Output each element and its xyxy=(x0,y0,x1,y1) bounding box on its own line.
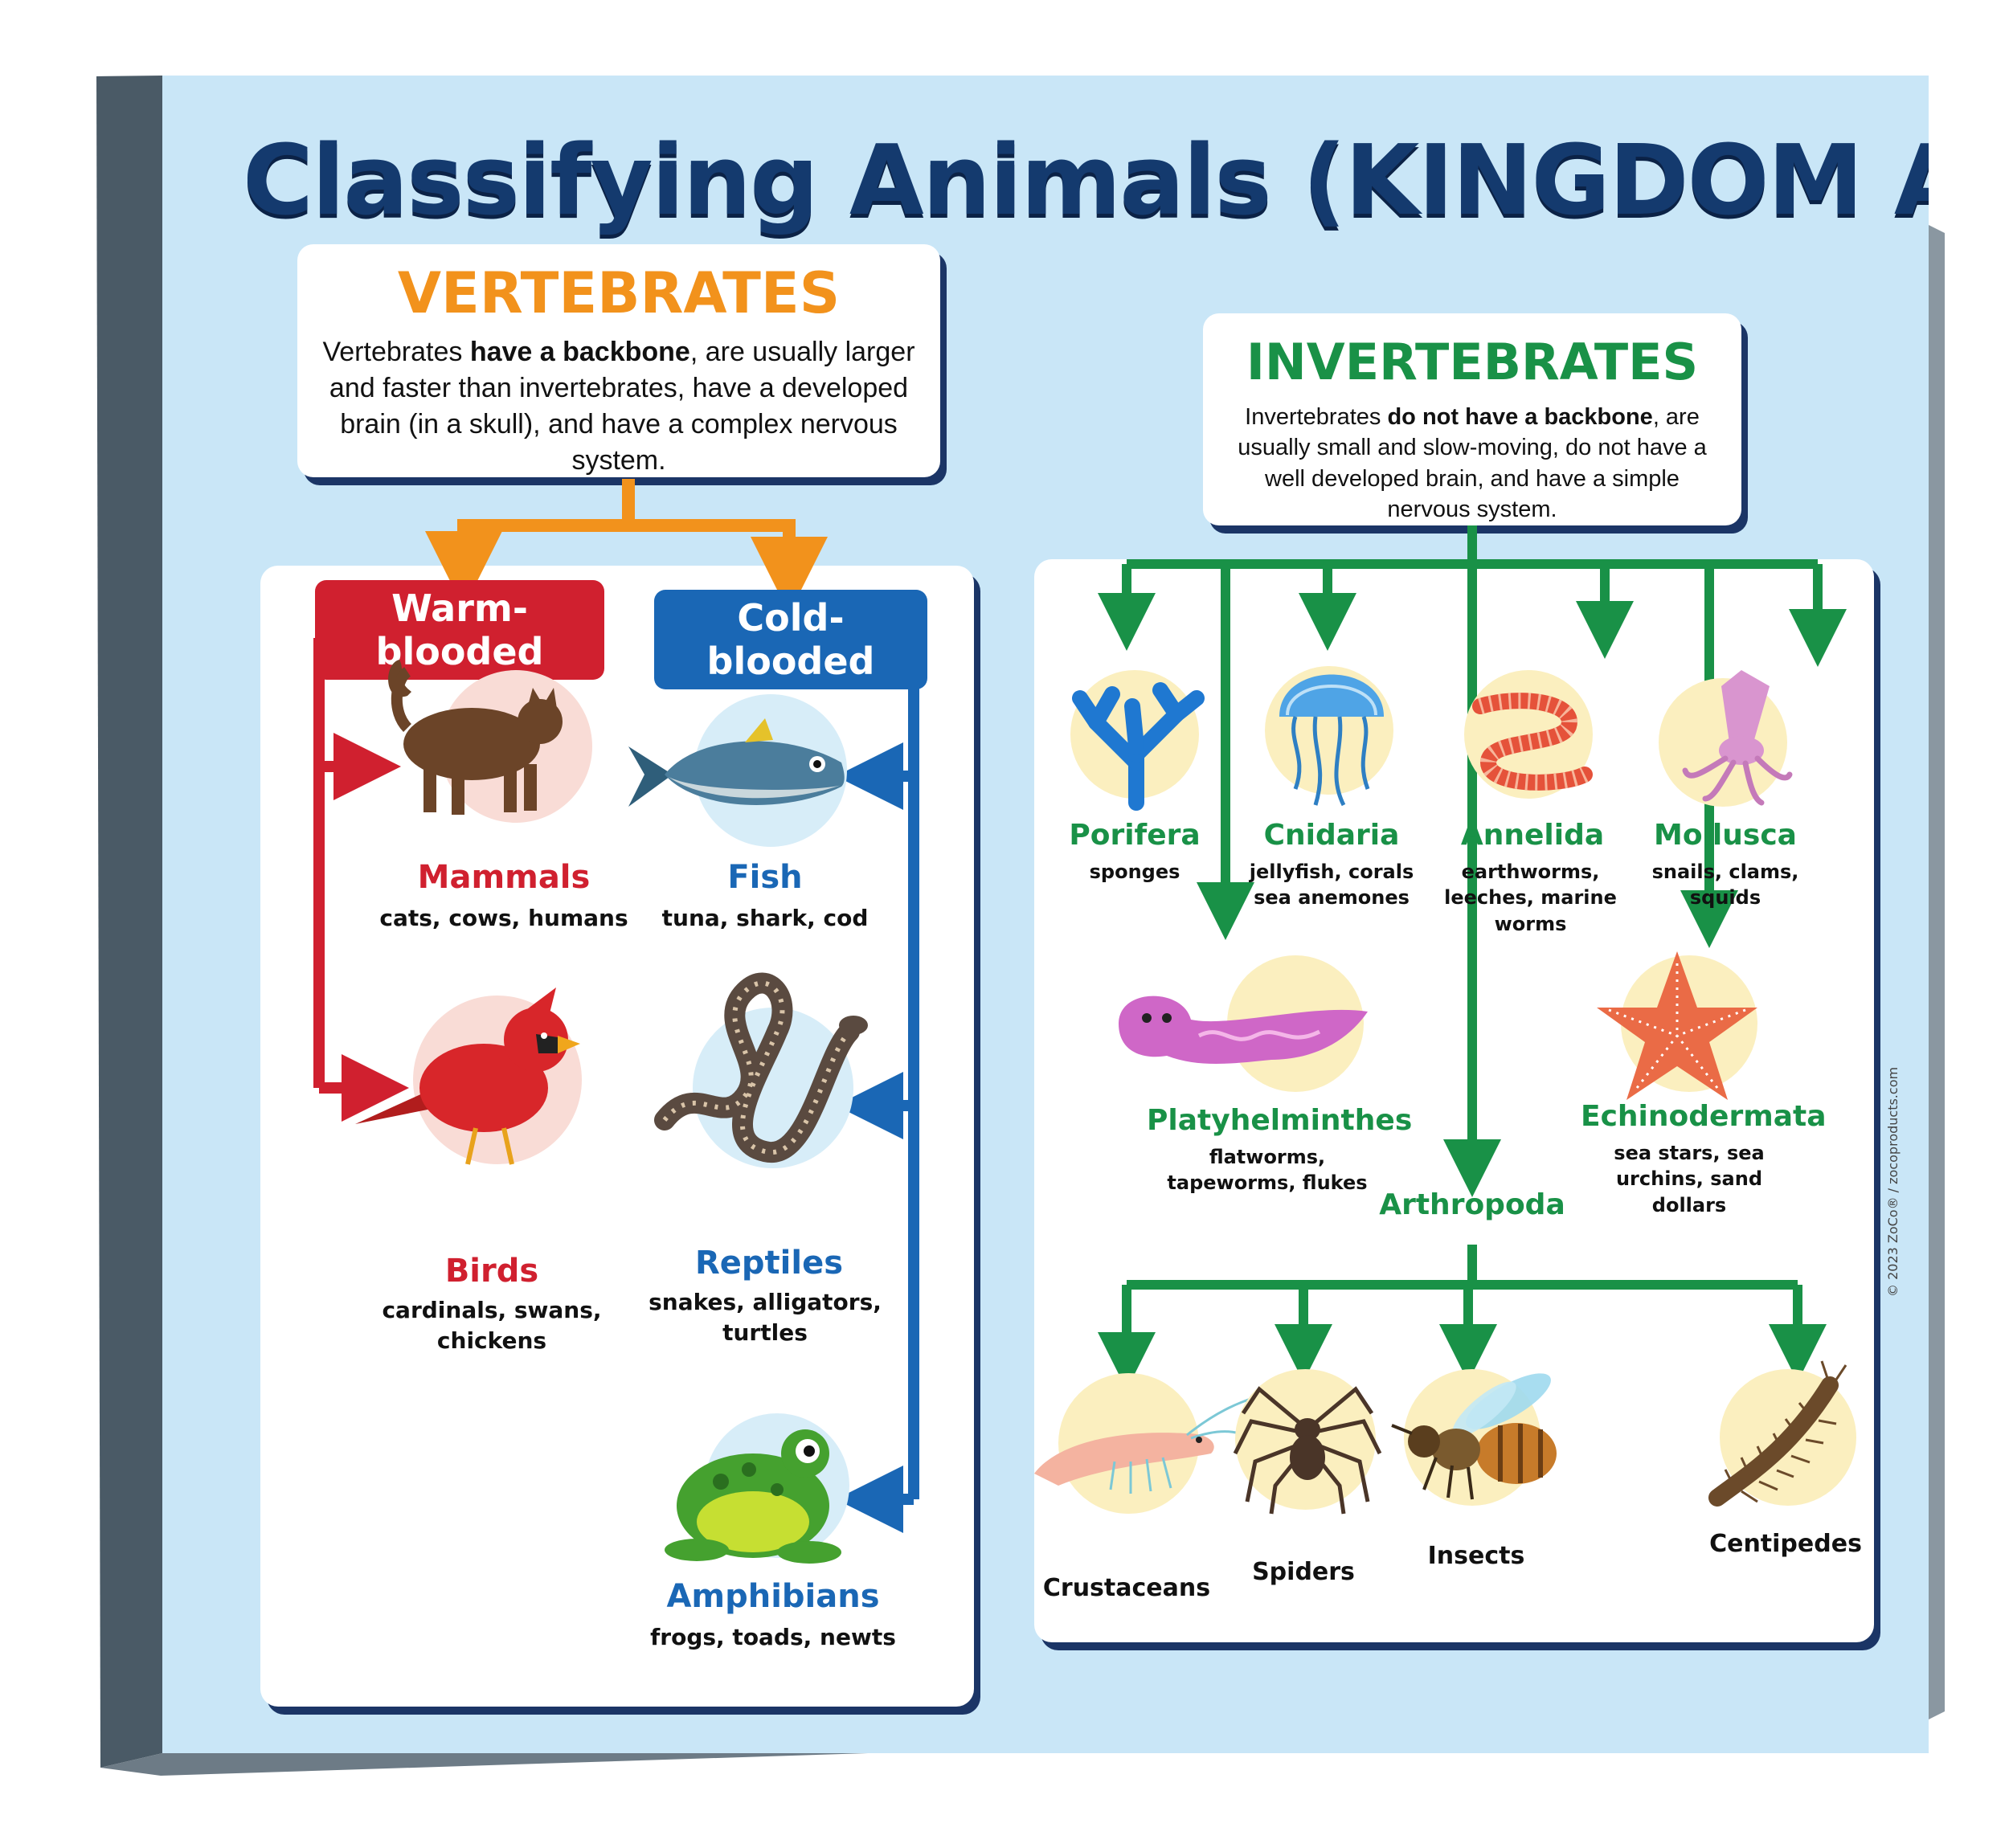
invertebrates-heading: INVERTEBRATES xyxy=(1246,333,1699,391)
invertebrates-card: INVERTEBRATES Invertebrates do not have … xyxy=(1203,313,1741,525)
insects-name: Insects xyxy=(1427,1542,1525,1570)
spider-icon xyxy=(1233,1386,1382,1515)
poster-title: Classifying Animals (KINGDOM Animalia) xyxy=(243,125,1929,237)
mollusca-name: Mollusca xyxy=(1654,819,1797,852)
starfish-icon xyxy=(1597,951,1757,1100)
sponge-icon xyxy=(1072,682,1205,811)
squid-icon xyxy=(1682,670,1793,806)
spiders-name: Spiders xyxy=(1252,1558,1355,1586)
cat-icon xyxy=(388,660,563,815)
mammals-examples: cats, cows, humans xyxy=(379,905,628,931)
invertebrates-description: Invertebrates do not have a backbone, ar… xyxy=(1238,404,1707,522)
centipedes-name: Centipedes xyxy=(1709,1530,1862,1558)
jellyfish-icon xyxy=(1279,674,1384,807)
fish-name: Fish xyxy=(727,859,803,896)
reptiles-name: Reptiles xyxy=(694,1245,844,1282)
vertebrates-heading: VERTEBRATES xyxy=(397,260,841,326)
cold-blooded-tag: Cold-blooded xyxy=(654,590,927,689)
arthropoda-arrows xyxy=(1098,1245,1827,1390)
platyhelminthes-examples: flatworms, tapeworms, flukes xyxy=(1167,1146,1368,1195)
frog-icon xyxy=(665,1429,841,1564)
tuna-icon xyxy=(628,718,845,807)
platyhelminthes-name: Platyhelminthes xyxy=(1147,1104,1413,1137)
mammals-name: Mammals xyxy=(417,859,591,896)
warm-blooded-arrows xyxy=(313,638,409,1122)
arthropoda-name: Arthropoda xyxy=(1379,1188,1565,1221)
fish-examples: tuna, shark, cod xyxy=(661,905,869,931)
vertebrate-split-arrows xyxy=(425,479,828,614)
cnidaria-examples: jellyfish, corals sea anemones xyxy=(1249,861,1414,910)
copyright-note: © 2023 ZoCo® / zocoproducts.com xyxy=(1885,1066,1901,1297)
porifera-examples: sponges xyxy=(1089,861,1180,883)
porifera-name: Porifera xyxy=(1069,819,1201,852)
mollusca-examples: snails, clams, squids xyxy=(1651,861,1799,910)
echinodermata-examples: sea stars, sea urchins, sand dollars xyxy=(1614,1142,1765,1216)
shrimp-icon xyxy=(1034,1396,1258,1494)
annelida-name: Annelida xyxy=(1460,819,1605,852)
birds-name: Birds xyxy=(444,1253,539,1290)
centipede-icon xyxy=(1708,1360,1847,1507)
vertebrates-card: VERTEBRATES Vertebrates have a backbone,… xyxy=(297,244,940,477)
echinodermata-name: Echinodermata xyxy=(1581,1100,1827,1133)
cnidaria-name: Cnidaria xyxy=(1263,819,1400,852)
amphibians-examples: frogs, toads, newts xyxy=(650,1624,896,1650)
reptiles-examples: snakes, alligators, turtles xyxy=(649,1289,882,1346)
birds-examples: cardinals, swans, chickens xyxy=(382,1297,602,1354)
poster: Classifying Animals (KINGDOM Animalia) V… xyxy=(162,76,1929,1753)
crustaceans-name: Crustaceans xyxy=(1042,1574,1211,1602)
earthworm-icon xyxy=(1472,693,1593,791)
snake-icon xyxy=(654,972,868,1163)
vertebrates-description: Vertebrates have a backbone, are usually… xyxy=(322,337,915,476)
annelida-examples: earthworms, leeches, marine worms xyxy=(1444,861,1617,935)
warm-blooded-tag: Warm-blooded xyxy=(315,580,604,680)
cold-blooded-arrows xyxy=(836,646,919,1533)
amphibians-name: Amphibians xyxy=(666,1578,880,1615)
cardinal-icon xyxy=(355,987,580,1165)
flatworm-icon xyxy=(1119,996,1368,1064)
bee-icon xyxy=(1391,1373,1557,1500)
